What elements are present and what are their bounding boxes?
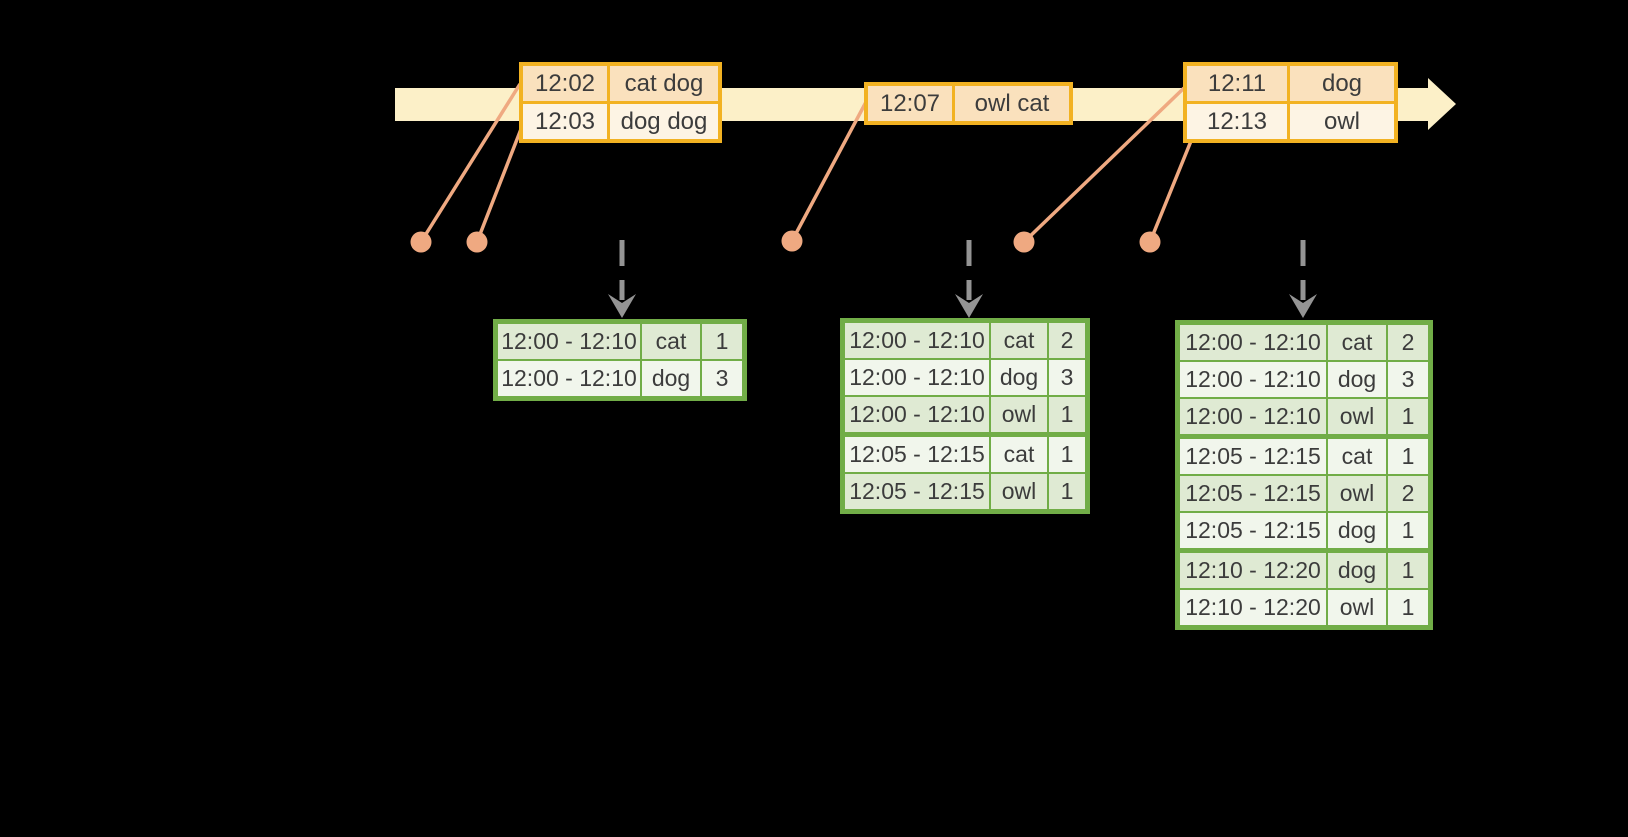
event-words-cell: dog dog: [610, 104, 718, 139]
count-cell: 1: [1049, 437, 1085, 472]
event-time-cell: 12:03: [523, 104, 607, 139]
word-cell: owl: [1328, 399, 1386, 434]
count-cell: 2: [1388, 476, 1428, 511]
count-cell: 1: [1049, 474, 1085, 509]
window-range-cell: 12:05 - 12:15: [1180, 439, 1326, 474]
count-cell: 1: [1388, 590, 1428, 625]
word-cell: owl: [1328, 590, 1386, 625]
window-range-cell: 12:00 - 12:10: [845, 360, 989, 395]
count-cell: 3: [702, 361, 742, 396]
event-words-cell: owl cat: [955, 86, 1069, 121]
count-cell: 2: [1388, 325, 1428, 360]
window-range-cell: 12:05 - 12:15: [1180, 476, 1326, 511]
timeline-arrowhead-icon: [1428, 78, 1456, 130]
word-cell: cat: [991, 323, 1047, 358]
connector-line: [1148, 140, 1193, 243]
word-cell: dog: [991, 360, 1047, 395]
window-range-cell: 12:10 - 12:20: [1180, 590, 1326, 625]
window-range-cell: 12:05 - 12:15: [845, 437, 989, 472]
count-cell: 3: [1388, 362, 1428, 397]
word-cell: dog: [642, 361, 700, 396]
word-cell: owl: [1328, 476, 1386, 511]
event-time-cell: 12:13: [1187, 104, 1287, 139]
count-cell: 1: [1049, 397, 1085, 432]
count-cell: 3: [1049, 360, 1085, 395]
window-range-cell: 12:00 - 12:10: [1180, 399, 1326, 434]
connector-line: [790, 101, 868, 242]
event-words-cell: dog: [1290, 66, 1394, 101]
count-cell: 1: [1388, 553, 1428, 588]
event-dot: [1139, 231, 1161, 253]
word-cell: cat: [1328, 325, 1386, 360]
connector-line: [475, 123, 525, 243]
word-cell: owl: [991, 474, 1047, 509]
window-range-cell: 12:05 - 12:15: [845, 474, 989, 509]
count-cell: 1: [1388, 399, 1428, 434]
trigger-arrowhead-icon: [955, 294, 983, 318]
word-cell: cat: [991, 437, 1047, 472]
count-cell: 1: [1388, 513, 1428, 548]
window-range-cell: 12:05 - 12:15: [1180, 513, 1326, 548]
trigger-arrowhead-icon: [608, 294, 636, 318]
word-cell: dog: [1328, 553, 1386, 588]
event-time-cell: 12:07: [868, 86, 952, 121]
window-range-cell: 12:00 - 12:10: [1180, 362, 1326, 397]
word-cell: dog: [1328, 362, 1386, 397]
event-time-cell: 12:11: [1187, 66, 1287, 101]
event-words-cell: cat dog: [610, 66, 718, 101]
event-dot: [466, 231, 488, 253]
window-range-cell: 12:00 - 12:10: [845, 397, 989, 432]
count-cell: 1: [1388, 439, 1428, 474]
window-range-cell: 12:00 - 12:10: [498, 361, 640, 396]
window-range-cell: 12:00 - 12:10: [1180, 325, 1326, 360]
word-cell: dog: [1328, 513, 1386, 548]
count-cell: 1: [702, 324, 742, 359]
event-time-cell: 12:02: [523, 66, 607, 101]
event-dot: [1013, 231, 1035, 253]
count-cell: 2: [1049, 323, 1085, 358]
trigger-arrowhead-icon: [1289, 294, 1317, 318]
event-words-cell: owl: [1290, 104, 1394, 139]
word-cell: cat: [642, 324, 700, 359]
window-range-cell: 12:00 - 12:10: [845, 323, 989, 358]
word-cell: cat: [1328, 439, 1386, 474]
word-cell: owl: [991, 397, 1047, 432]
window-range-cell: 12:10 - 12:20: [1180, 553, 1326, 588]
window-range-cell: 12:00 - 12:10: [498, 324, 640, 359]
event-dot: [410, 231, 432, 253]
event-dot: [781, 230, 803, 252]
